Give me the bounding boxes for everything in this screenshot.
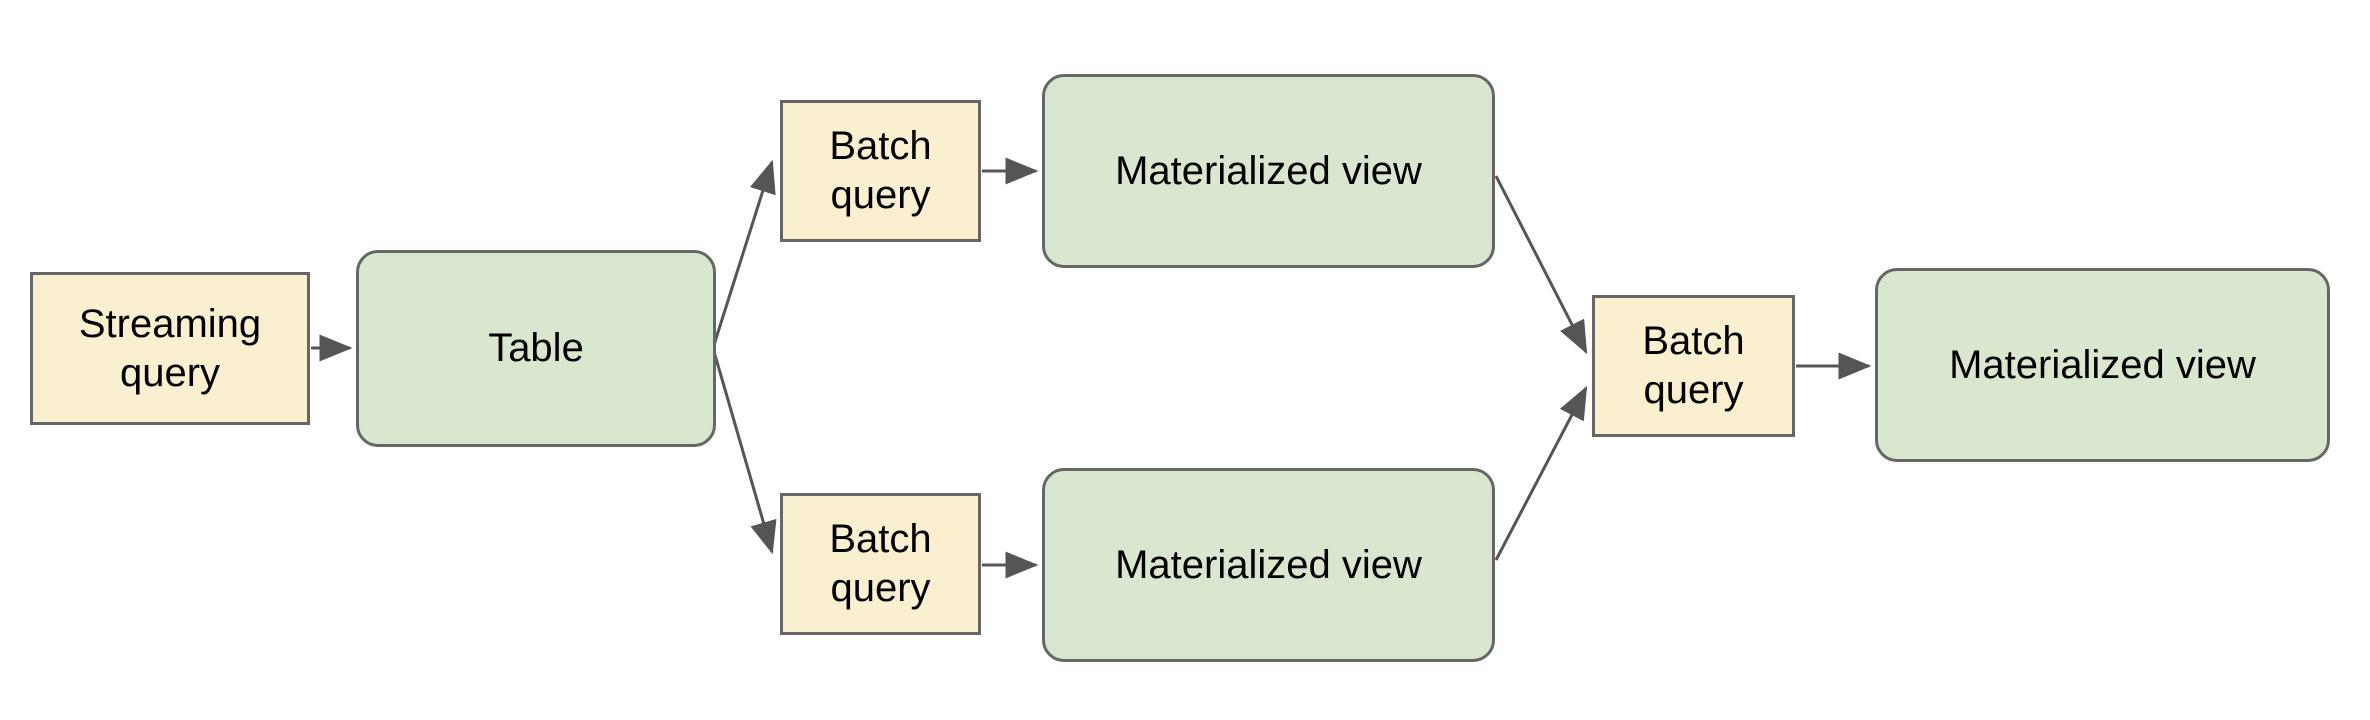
edge-materialized-view-bottom-to-batch-query-right xyxy=(1494,385,1588,561)
node-materialized-view-right[interactable]: Materialized view xyxy=(1875,268,2330,462)
node-batch-query-right[interactable]: Batch query xyxy=(1592,295,1795,437)
node-materialized-view-bottom[interactable]: Materialized view xyxy=(1042,468,1495,662)
node-table[interactable]: Table xyxy=(356,250,716,447)
node-label: Streaming query xyxy=(78,301,262,395)
node-batch-query-top[interactable]: Batch query xyxy=(780,100,981,242)
edge-table-to-batch-query-top xyxy=(711,159,776,349)
node-materialized-view-top[interactable]: Materialized view xyxy=(1042,74,1495,268)
node-label: Table xyxy=(488,326,584,371)
node-label: Materialized view xyxy=(1115,542,1422,587)
node-label: Materialized view xyxy=(1115,148,1422,193)
node-label: Materialized view xyxy=(1949,342,2256,387)
edge-table-to-batch-query-bottom xyxy=(711,347,777,555)
edge-materialized-view-top-to-batch-query-right xyxy=(1494,175,1588,355)
node-label: Batch query xyxy=(1642,319,1745,412)
node-batch-query-bottom[interactable]: Batch query xyxy=(780,493,981,635)
node-label: Batch query xyxy=(829,517,932,610)
node-label: Batch query xyxy=(829,124,932,217)
node-streaming-query[interactable]: Streaming query xyxy=(30,272,310,425)
